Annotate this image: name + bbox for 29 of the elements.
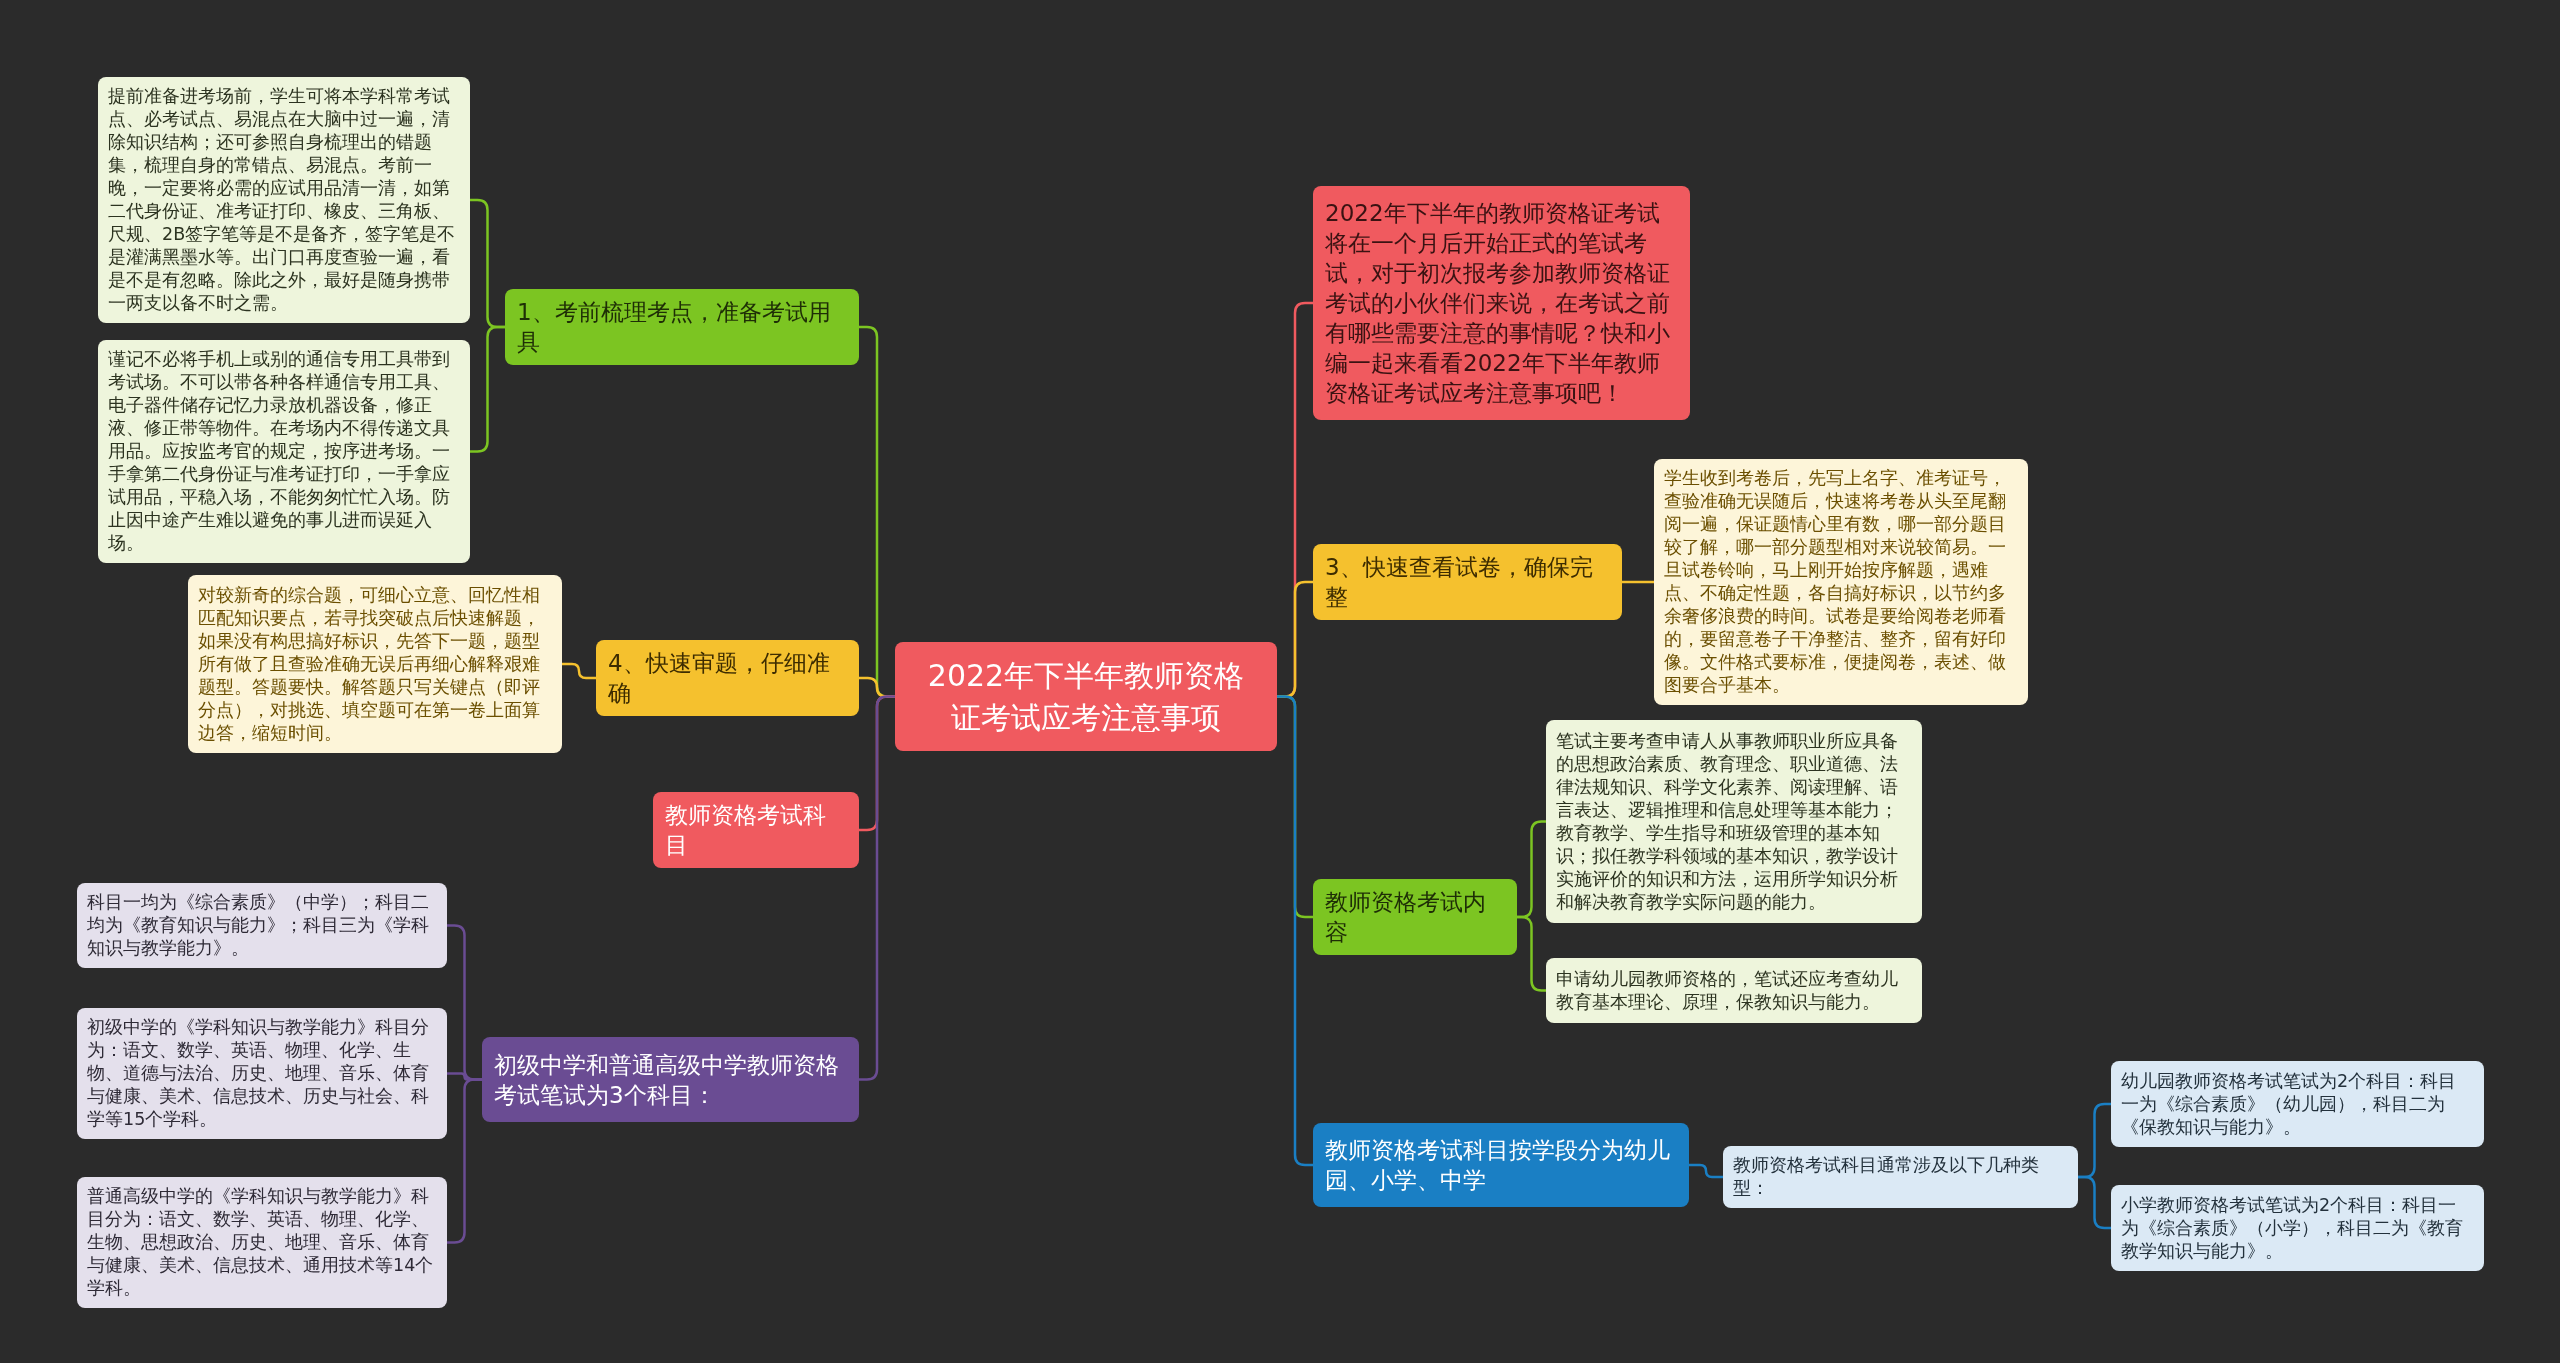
intro-box: 2022年下半年的教师资格证考试将在一个月后开始正式的笔试考试，对于初次报考参加教师资格证考试的小伙伴们来说，在考试之前有哪些需要注意的事情呢？快和小编一起来看看2022年下半年教师资格证考试应考注意事项吧！	[1313, 186, 1690, 420]
connector	[1277, 695, 1313, 1167]
branch-box: 教师资格考试科目按学段分为幼儿园、小学、中学	[1313, 1123, 1689, 1207]
note-box: 对较新奇的综合题，可细心立意、回忆性相匹配知识要点，若寻找突破点后快速解题，如果没有构思搞好标识，先答下一题，题型所有做了且查验准确无误后再细心解释艰难题型。答题要快。解答题只写关键点（即评分点），对挑选、填空题可在第一卷上面算边答，缩短时间。	[188, 575, 562, 753]
branch-box: 1、考前梳理考点，准备考试用具	[505, 289, 859, 365]
branch-box: 3、快速查看试卷，确保完整	[1313, 544, 1622, 620]
branch-box: 初级中学和普通高级中学教师资格考试笔试为3个科目：	[482, 1037, 859, 1122]
connector	[859, 695, 895, 1081]
note-box: 幼儿园教师资格考试笔试为2个科目：科目一为《综合素质》（幼儿园），科目二为《保教知识与能力》。	[2111, 1061, 2484, 1147]
branch-box: 教师资格考试科目	[653, 792, 859, 868]
note-box: 普通高级中学的《学科知识与教学能力》科目分为：语文、数学、英语、物理、化学、生物、思想政治、历史、地理、音乐、体育与健康、美术、信息技术、通用技术等14个学科。	[77, 1177, 447, 1308]
connector	[1689, 1163, 1723, 1179]
note-box: 初级中学的《学科知识与教学能力》科目分为：语文、数学、英语、物理、化学、生物、道德与法治、历史、地理、音乐、体育与健康、美术、信息技术、历史与社会、科学等15个学科。	[77, 1008, 447, 1139]
topic-box: 2022年下半年教师资格证考试应考注意事项	[895, 642, 1277, 751]
branch-box: 4、快速审题，仔细准确	[596, 640, 859, 716]
note-box: 科目一均为《综合素质》（中学）；科目二均为《教育知识与能力》；科目三为《学科知识与教学能力》。	[77, 883, 447, 968]
connector	[562, 662, 596, 680]
connector	[447, 1078, 482, 1244]
note-box: 教师资格考试科目通常涉及以下几种类型：	[1723, 1146, 2078, 1208]
branch-box: 教师资格考试内容	[1313, 879, 1517, 955]
connector	[1622, 580, 1654, 584]
note-box: 小学教师资格考试笔试为2个科目：科目一为《综合素质》（小学），科目二为《教育教学知识与能力》。	[2111, 1185, 2484, 1271]
note-box: 笔试主要考查申请人从事教师职业所应具备的思想政治素质、教育理念、职业道德、法律法规知识、科学文化素养、阅读理解、语言表达、逻辑推理和信息处理等基本能力；教育教学、学生指导和班级管理的基本知识；拟任教学科领域的基本知识，教学设计实施评价的知识和方法，运用所学知识分析和解决教育教学实际问题的能力。	[1546, 720, 1922, 923]
connector	[470, 325, 505, 453]
note-box: 学生收到考卷后，先写上名字、准考证号，查验准确无误随后，快速将考卷从头至尾翻阅一遍，保证题情心里有数，哪一部分题目较了解，哪一部分题型相对来说较简易。一旦试卷铃响，马上刚开始按序解题，遇难点、不确定性题，各自搞好标识，以节约多余奢侈浪费的時间。试卷是要给阅卷老师看的，要留意卷子干净整洁、整齐，留有好印像。文件格式要标准，便捷阅卷，表述、做图要合乎基本。	[1654, 459, 2028, 705]
note-box: 提前准备进考场前，学生可将本学科常考试点、必考试点、易混点在大脑中过一遍，清除知识结构；还可参照自身梳理出的错题集，梳理自身的常错点、易混点。考前一晚，一定要将必需的应试用品清一清，如第二代身份证、准考证打印、橡皮、三角板、尺规、2B签字笔等是不是备齐，签字笔是不是灌满黑墨水等。出门口再度查验一遍，看是不是有忽略。除此之外，最好是随身携带一两支以备不时之需。	[98, 77, 470, 323]
note-box: 谨记不必将手机上或别的通信专用工具带到考试场。不可以带各种各样通信专用工具、电子器件储存记忆力录放机器设备，修正液、修正带等物件。在考场内不得传递文具用品。应按监考官的规定，按序进考场。一手拿第二代身份证与准考证打印，一手拿应试用品，平稳入场，不能匆匆忙忙入场。防止因中途产生难以避免的事儿进而误延入场。	[98, 340, 470, 563]
connector	[2078, 1175, 2111, 1230]
note-box: 申请幼儿园教师资格的，笔试还应考查幼儿教育基本理论、原理，保教知识与能力。	[1546, 958, 1922, 1023]
